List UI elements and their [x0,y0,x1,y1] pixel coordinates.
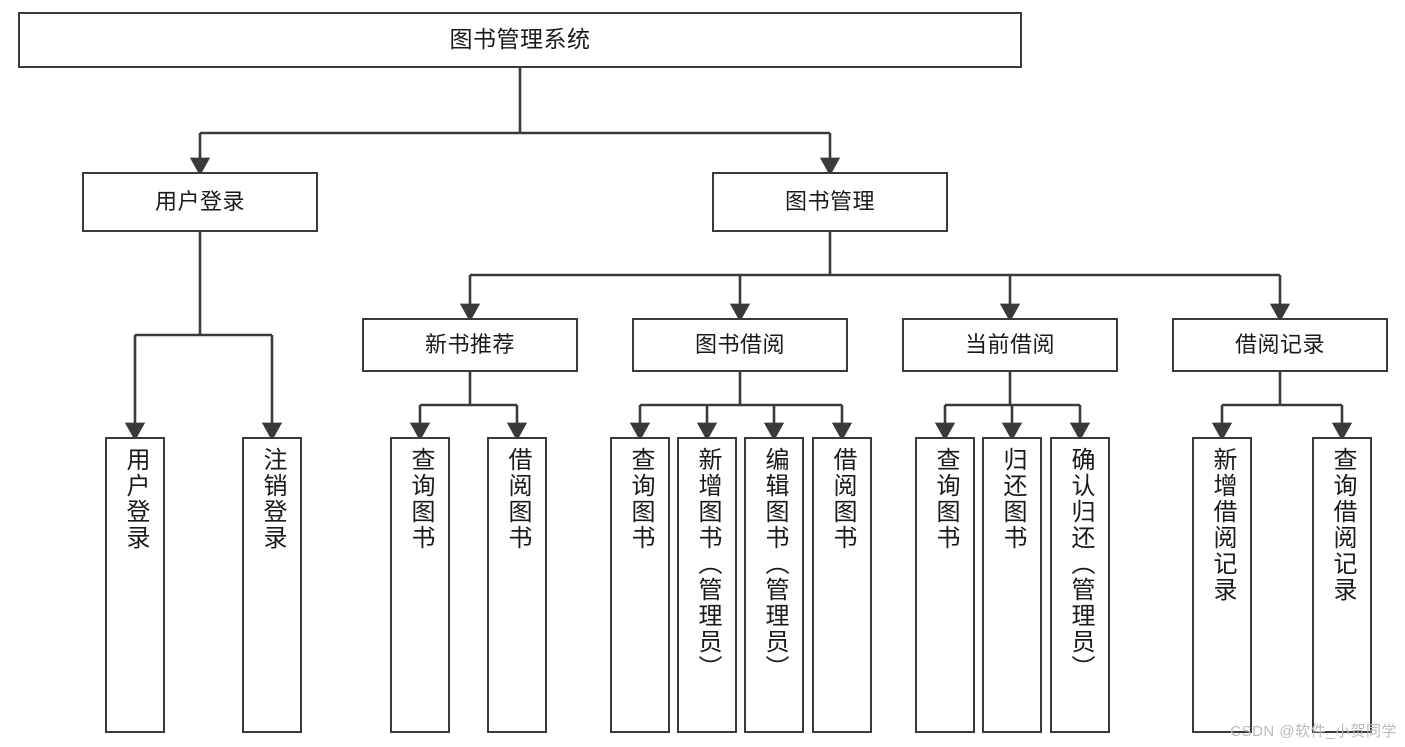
node-leaf-query-book-current[interactable]: 查询图书 [915,437,975,733]
node-label: 编辑图书（管理员） [761,447,788,681]
node-label: 借阅图书 [504,447,531,551]
node-label: 查询图书 [627,447,654,551]
node-leaf-query-book-rec[interactable]: 查询图书 [390,437,450,733]
node-label: 借阅记录 [1234,332,1325,358]
node-current-borrow[interactable]: 当前借阅 [902,318,1118,372]
node-label: 注销登录 [259,447,286,551]
node-label: 图书管理系统 [449,26,591,53]
node-leaf-user-login[interactable]: 用户登录 [105,437,165,733]
node-leaf-borrow-book-rec[interactable]: 借阅图书 [487,437,547,733]
node-label: 归还图书 [999,447,1026,551]
node-leaf-return-book[interactable]: 归还图书 [982,437,1042,733]
node-label: 新书推荐 [424,332,515,358]
node-leaf-query-book-borrow[interactable]: 查询图书 [610,437,670,733]
csdn-watermark: CSDN @软件_小贺同学 [1230,723,1397,740]
node-borrow-record[interactable]: 借阅记录 [1172,318,1388,372]
node-label: 查询借阅记录 [1329,447,1356,603]
node-label: 图书管理 [784,189,875,215]
node-label: 查询图书 [932,447,959,551]
node-leaf-confirm-return[interactable]: 确认归还（管理员） [1050,437,1110,733]
node-label: 查询图书 [407,447,434,551]
node-label: 确认归还（管理员） [1067,447,1094,681]
node-label: 借阅图书 [829,447,856,551]
node-label: 用户登录 [122,447,149,551]
node-leaf-add-book[interactable]: 新增图书（管理员） [677,437,737,733]
node-user-login[interactable]: 用户登录 [82,172,318,232]
node-leaf-logout[interactable]: 注销登录 [242,437,302,733]
node-new-book-recommend[interactable]: 新书推荐 [362,318,578,372]
node-leaf-borrow-book[interactable]: 借阅图书 [812,437,872,733]
node-leaf-add-borrow-record[interactable]: 新增借阅记录 [1192,437,1252,733]
node-label: 当前借阅 [964,332,1055,358]
node-leaf-query-borrow-record[interactable]: 查询借阅记录 [1312,437,1372,733]
node-leaf-edit-book[interactable]: 编辑图书（管理员） [744,437,804,733]
node-label: 图书借阅 [694,332,785,358]
node-label: 新增借阅记录 [1209,447,1236,603]
node-label: 用户登录 [154,189,245,215]
node-root-system[interactable]: 图书管理系统 [18,12,1022,68]
node-book-management[interactable]: 图书管理 [712,172,948,232]
node-book-borrow[interactable]: 图书借阅 [632,318,848,372]
node-label: 新增图书（管理员） [694,447,721,681]
